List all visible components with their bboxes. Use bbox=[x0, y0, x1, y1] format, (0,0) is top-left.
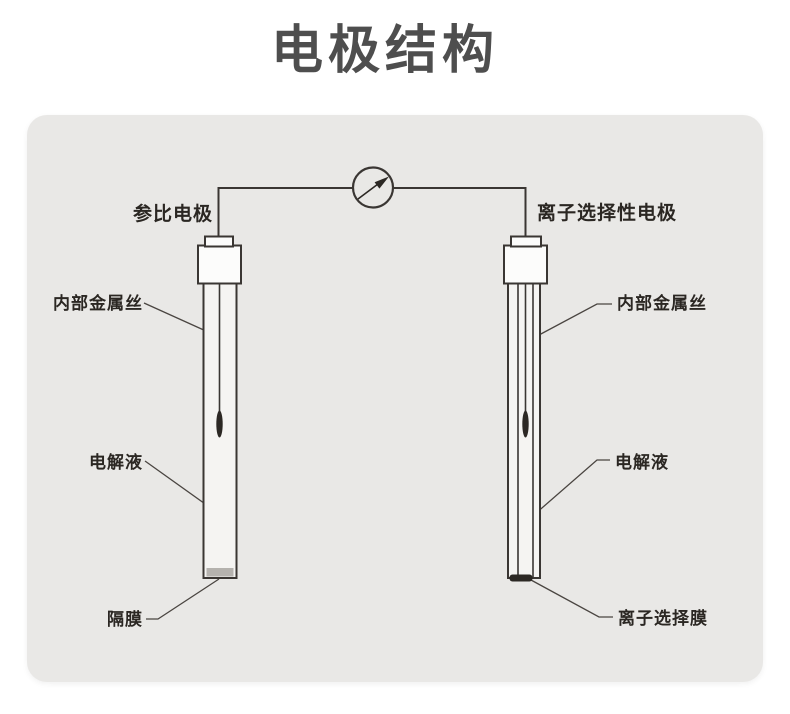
reference-electrode-cap-top bbox=[204, 235, 234, 248]
leader-lines bbox=[143, 302, 613, 620]
label-right-electrolyte: 电解液 bbox=[615, 453, 669, 472]
label-reference-electrode: 参比电极 bbox=[132, 204, 213, 225]
reference-electrode-cap bbox=[197, 244, 242, 285]
reference-electrode-wire-tip bbox=[216, 410, 223, 438]
meter-needle bbox=[357, 181, 381, 200]
page-title: 电极结构 bbox=[270, 22, 499, 80]
leader-right-internal-wire bbox=[523, 303, 612, 344]
label-left-internal-wire: 内部金属丝 bbox=[53, 294, 143, 313]
label-right-selective-membrane: 离子选择膜 bbox=[618, 609, 708, 628]
reference-electrode bbox=[197, 235, 242, 579]
ise-cap bbox=[503, 244, 548, 285]
circuit-diagram bbox=[143, 166, 613, 620]
label-ion-selective-electrode: 离子选择性电极 bbox=[537, 203, 678, 224]
ise-wire-tip bbox=[522, 410, 529, 438]
leader-right-electrolyte bbox=[526, 459, 610, 522]
label-left-electrolyte: 电解液 bbox=[89, 453, 143, 472]
reference-electrode-diaphragm bbox=[206, 568, 234, 577]
label-right-internal-wire: 内部金属丝 bbox=[617, 294, 707, 313]
diagram-panel bbox=[27, 115, 763, 682]
leader-left-membrane bbox=[146, 578, 220, 620]
ise-selective-membrane bbox=[509, 574, 533, 582]
ion-selective-electrode bbox=[503, 235, 548, 582]
meter-needle-arrowhead bbox=[374, 176, 389, 189]
label-left-diaphragm: 隔膜 bbox=[107, 610, 143, 629]
meter-icon bbox=[351, 166, 395, 209]
ise-cap-top bbox=[510, 235, 542, 248]
leader-right-membrane bbox=[530, 579, 613, 618]
